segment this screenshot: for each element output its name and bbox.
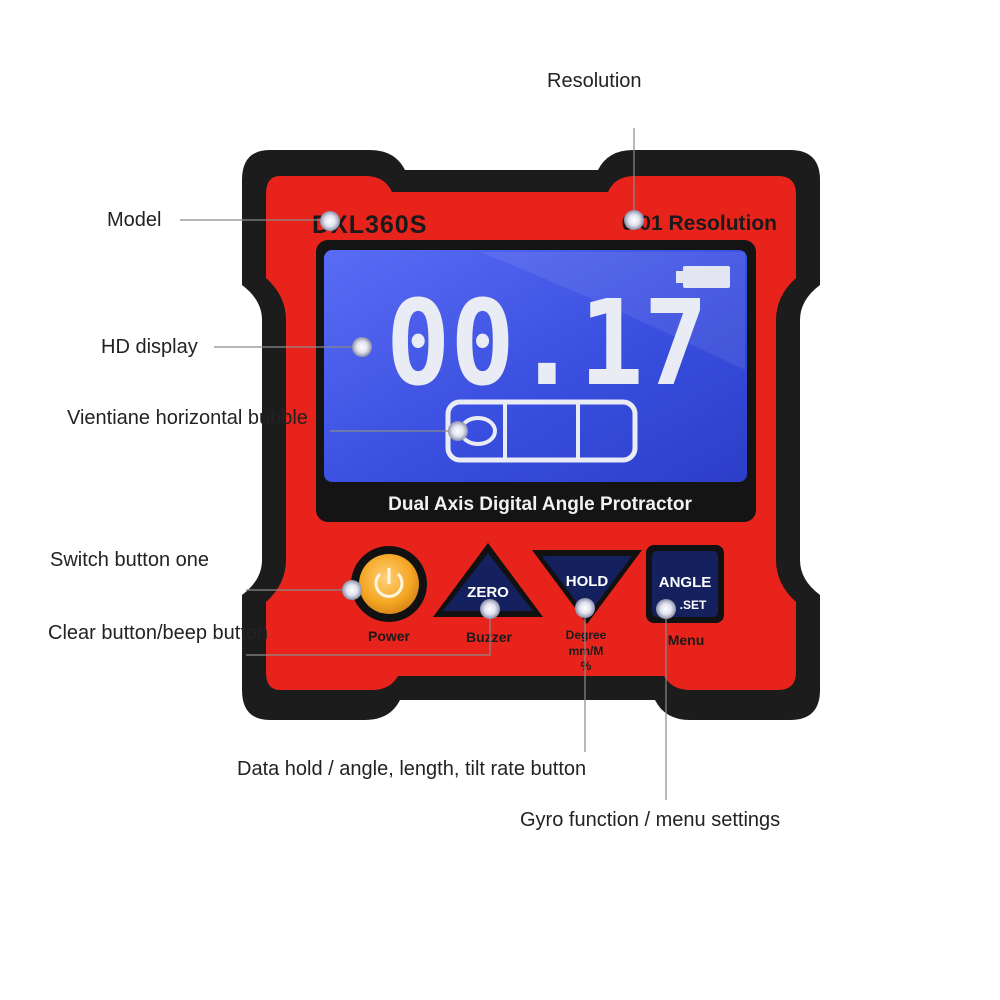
callout-hd-display: HD display [101,336,198,358]
power-label: Power [368,628,411,644]
dot-bubble [448,421,468,441]
dot-resolution [624,210,644,230]
hold-label: HOLD [566,573,609,590]
dot-switch [342,580,362,600]
callout-switch: Switch button one [50,549,209,571]
angle-label: ANGLE [659,574,712,591]
hold-sub-degree: Degree [566,628,607,642]
power-icon [374,568,404,598]
lcd-screen [324,250,747,482]
lcd-reading: 00.17 [386,274,708,412]
hold-sub-mm: mm/M [569,644,604,658]
dot-model [320,211,340,231]
buzzer-label: Buzzer [466,629,512,645]
callout-resolution: Resolution [547,70,642,92]
callout-data-hold: Data hold / angle, length, tilt rate but… [237,758,587,780]
callout-clear: Clear button/beep button [48,622,269,644]
set-label: .SET [680,598,707,612]
callout-gyro: Gyro function / menu settings [520,809,781,831]
callout-model: Model [107,209,162,231]
zero-button[interactable] [443,553,533,611]
dot-hold [575,598,595,618]
battery-icon [683,266,730,288]
dot-hd [352,337,372,357]
hold-button[interactable] [542,556,632,616]
battery-tip [676,271,683,283]
dot-clear [480,599,500,619]
leader-clear [246,610,491,656]
zero-label: ZERO [467,584,509,601]
hold-sub-percent: % [581,659,592,673]
resolution-text: 0.01 Resolution [622,212,777,235]
dot-gyro [656,599,676,619]
callout-bubble: Vientiane horizontal bubble [67,407,308,429]
leader-lines [180,128,667,800]
callout-dots [320,210,676,619]
menu-label: Menu [668,632,705,648]
banner-text: Dual Axis Digital Angle Protractor [388,494,692,515]
